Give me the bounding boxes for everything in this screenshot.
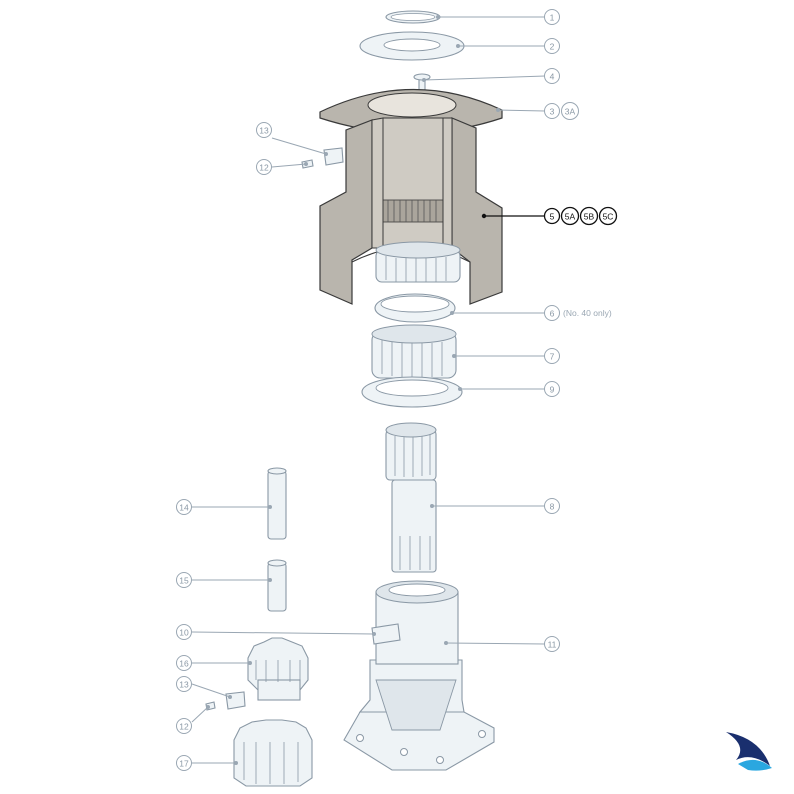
svg-text:7: 7 xyxy=(550,352,555,362)
part-6-spacer-ring[interactable] xyxy=(374,293,456,323)
callout-11: 11 xyxy=(544,636,560,652)
callout-4: 4 xyxy=(544,68,560,84)
leader-lines xyxy=(191,15,546,765)
svg-text:5B: 5B xyxy=(584,212,595,222)
part-13-pawl-lower[interactable] xyxy=(225,691,246,710)
part-2-top-washer[interactable] xyxy=(359,31,465,61)
part-3-5-winch-drum[interactable] xyxy=(319,88,503,305)
svg-text:5C: 5C xyxy=(603,212,614,222)
callout-13-upper: 13 xyxy=(256,122,272,138)
callout-7: 7 xyxy=(544,348,560,364)
svg-text:12: 12 xyxy=(179,722,189,732)
svg-text:13: 13 xyxy=(259,126,269,136)
svg-text:12: 12 xyxy=(259,163,269,173)
svg-text:8: 8 xyxy=(550,502,555,512)
svg-text:17: 17 xyxy=(179,759,189,769)
callout-5: 5 xyxy=(543,207,561,225)
part-15-short-pin[interactable] xyxy=(267,559,287,612)
svg-text:2: 2 xyxy=(550,42,555,52)
callout-6: 6 xyxy=(544,305,560,321)
callout-3: 3 xyxy=(544,103,560,119)
part-10-key[interactable] xyxy=(371,623,401,645)
part-9-thrust-washer[interactable] xyxy=(361,376,463,408)
callout-15: 15 xyxy=(176,572,192,588)
callout-14: 14 xyxy=(176,499,192,515)
svg-text:5: 5 xyxy=(550,212,555,222)
part-1-circlip[interactable] xyxy=(385,10,441,24)
callout-8: 8 xyxy=(544,498,560,514)
svg-text:1: 1 xyxy=(550,13,555,23)
callout-17: 17 xyxy=(176,755,192,771)
svg-text:3A: 3A xyxy=(565,107,576,117)
part-7-roller-bearing[interactable] xyxy=(371,324,457,379)
part-17-large-gear[interactable] xyxy=(233,719,313,787)
bird-wave-logo-icon xyxy=(726,732,772,771)
callout-3a: 3A xyxy=(561,102,579,120)
callout-5c: 5C xyxy=(598,206,618,226)
callout-6-note: (No. 40 only) xyxy=(563,308,612,318)
svg-text:11: 11 xyxy=(548,640,557,650)
svg-text:6: 6 xyxy=(550,309,555,319)
svg-text:5A: 5A xyxy=(565,212,576,222)
callout-5b: 5B xyxy=(579,206,599,226)
part-16-gear[interactable] xyxy=(247,637,309,701)
callout-2: 2 xyxy=(544,38,560,54)
part-11-base-stem[interactable] xyxy=(343,580,495,771)
svg-text:3: 3 xyxy=(550,107,555,117)
part-13-pawl-upper[interactable] xyxy=(323,147,344,166)
callout-9: 9 xyxy=(544,381,560,397)
part-4-screw[interactable] xyxy=(413,73,431,95)
part-8-splined-shaft[interactable] xyxy=(385,422,437,573)
callout-13-lower: 13 xyxy=(176,676,192,692)
svg-text:16: 16 xyxy=(179,659,189,669)
callout-1: 1 xyxy=(544,9,560,25)
svg-text:14: 14 xyxy=(179,503,189,513)
svg-text:10: 10 xyxy=(179,628,189,638)
svg-text:15: 15 xyxy=(179,576,189,586)
svg-text:4: 4 xyxy=(550,72,555,82)
callout-5a: 5A xyxy=(560,206,580,226)
callout-12-upper: 12 xyxy=(256,159,272,175)
part-upper-roller-bearing[interactable] xyxy=(375,241,461,283)
svg-text:9: 9 xyxy=(550,385,555,395)
callout-16: 16 xyxy=(176,655,192,671)
callout-12-lower: 12 xyxy=(176,718,192,734)
part-14-long-pin[interactable] xyxy=(267,467,287,540)
svg-text:13: 13 xyxy=(179,680,189,690)
callout-10: 10 xyxy=(176,624,192,640)
